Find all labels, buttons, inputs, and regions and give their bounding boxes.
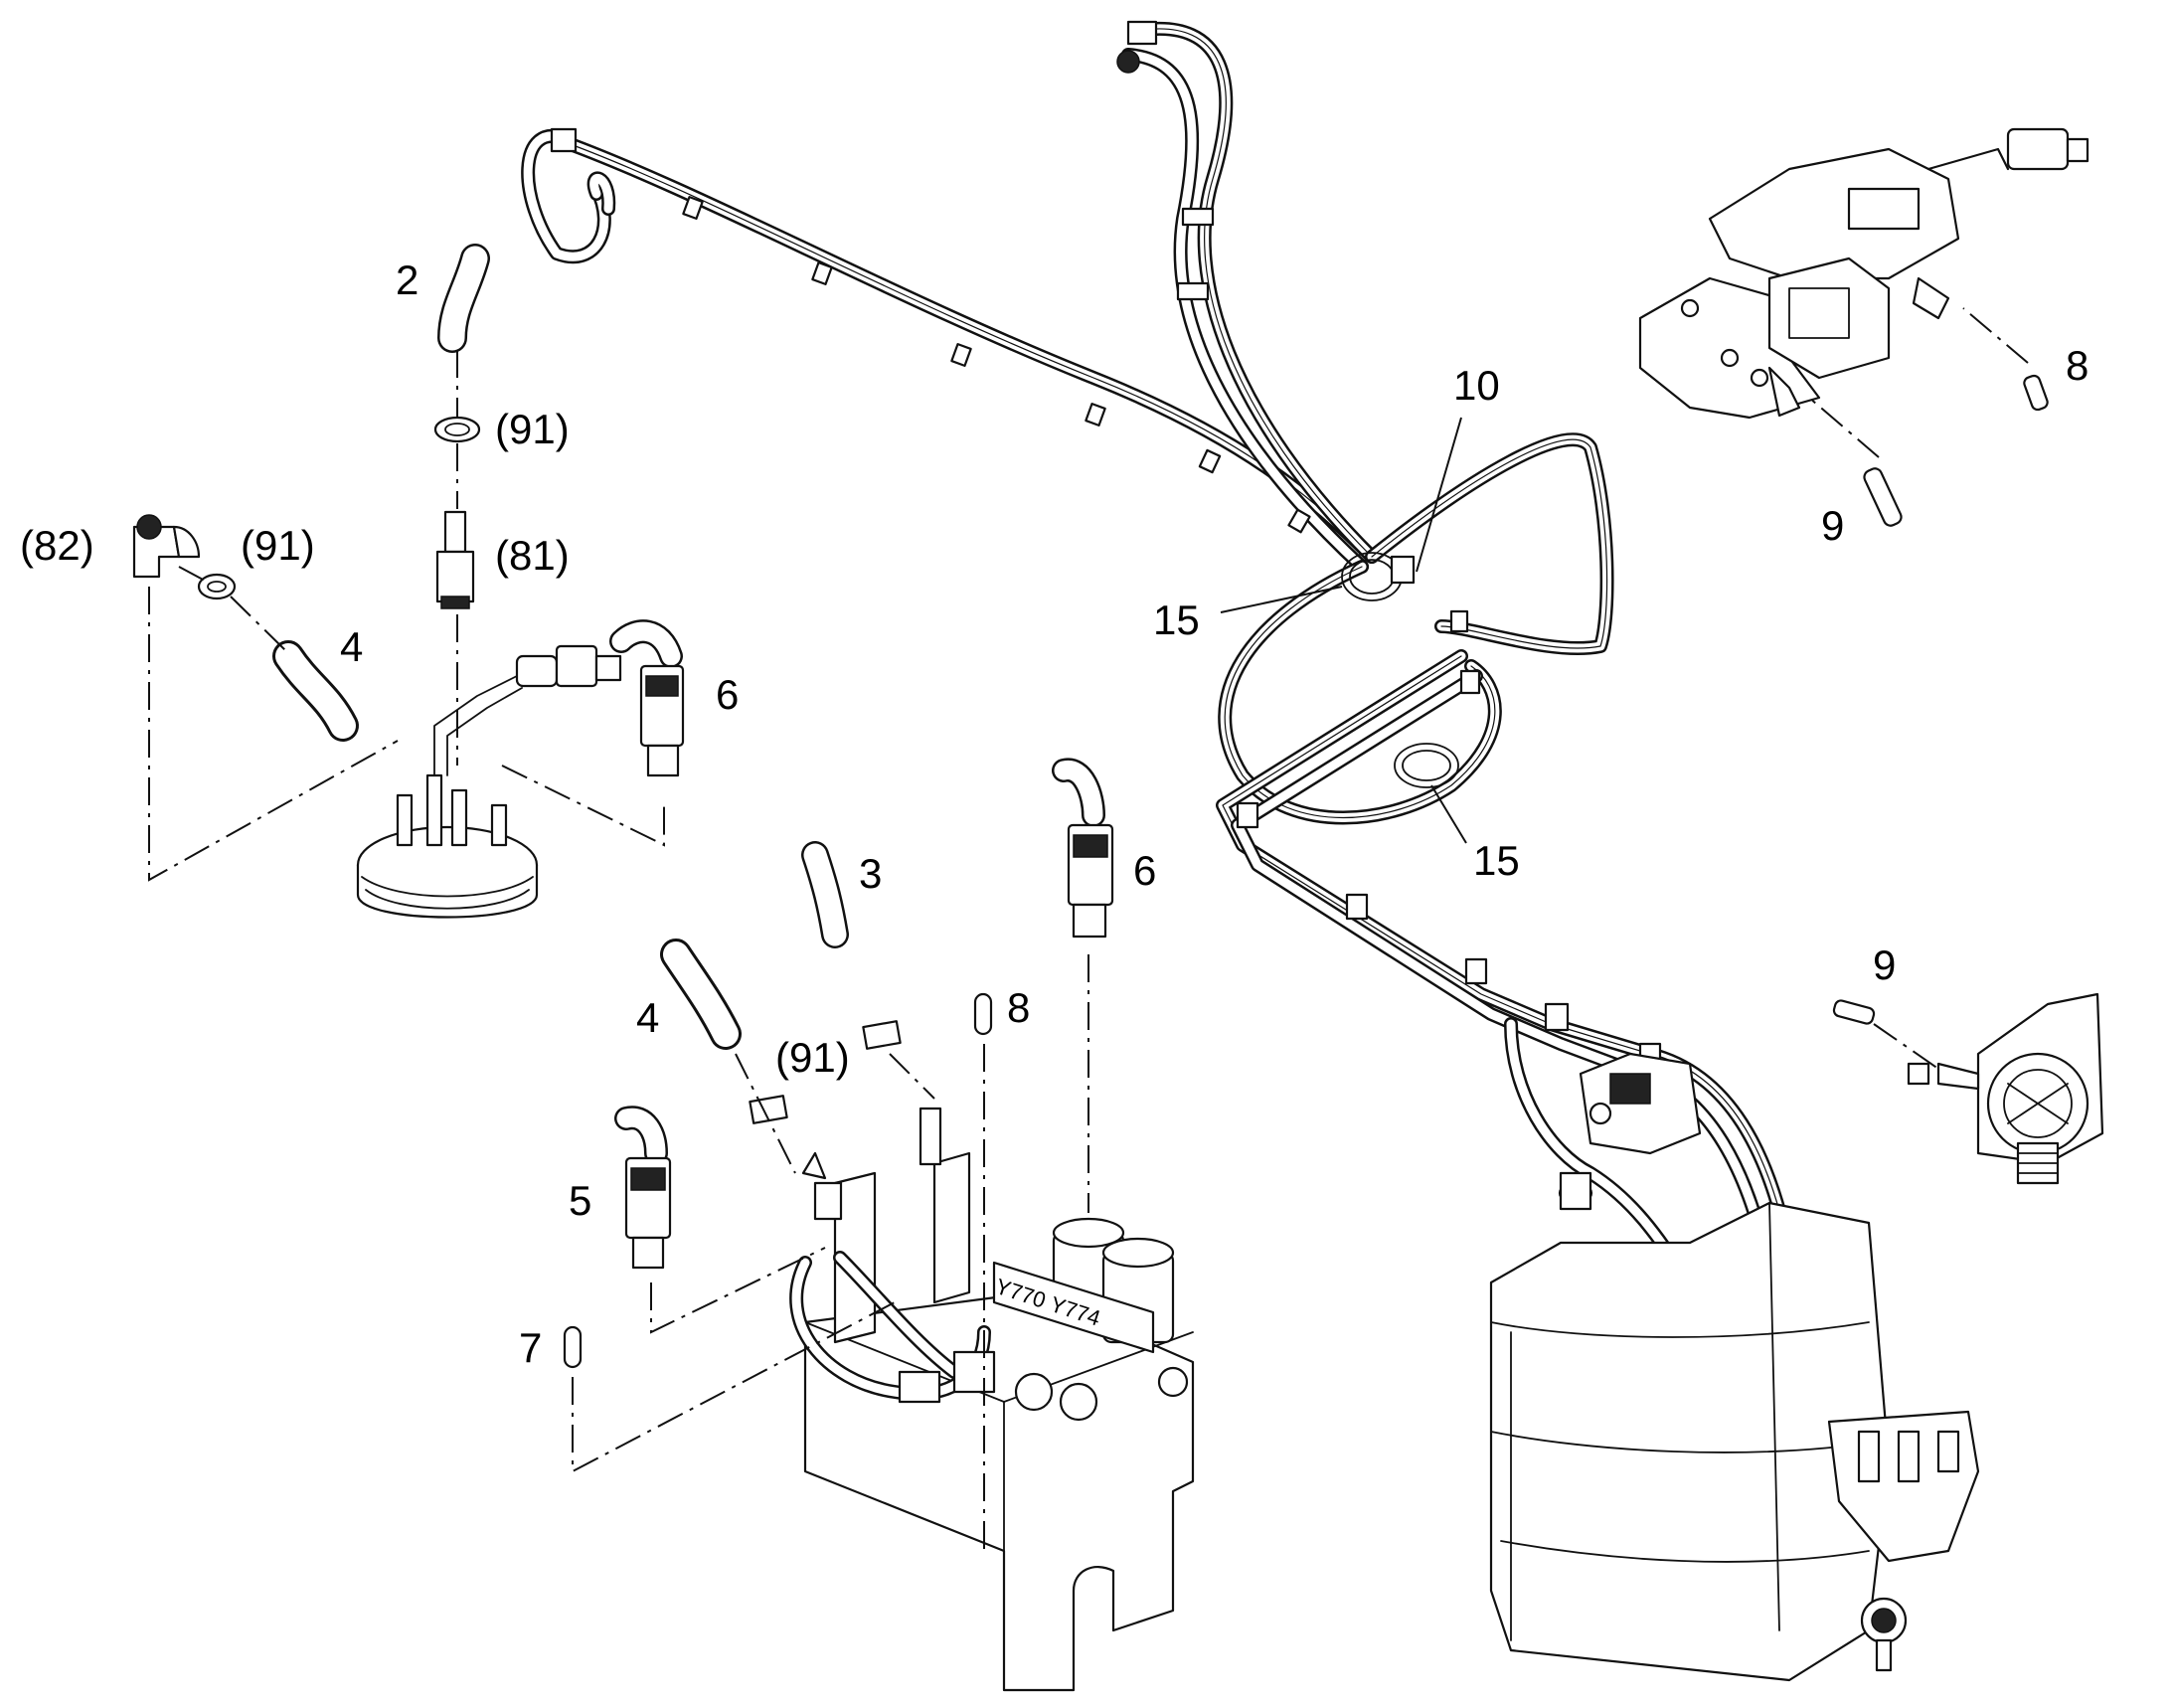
callout-4-lower: 4 <box>636 994 659 1041</box>
callout-15-lower: 15 <box>1473 837 1520 884</box>
callout-82: (82) <box>20 522 94 569</box>
callout-3: 3 <box>859 850 882 897</box>
callout-8-middle: 8 <box>1007 984 1030 1031</box>
callout-15-upper: 15 <box>1153 597 1200 643</box>
callout-8-right: 8 <box>2066 342 2089 389</box>
callout-9-upper: 9 <box>1821 502 1844 549</box>
sensor-housing <box>1907 992 2104 1185</box>
callouts: 2 (91) (81) (82) (91) 4 6 3 6 4 8 (91) 5… <box>20 256 2089 1371</box>
callout-91-left: (91) <box>241 522 315 569</box>
fluid-tank <box>1489 1052 1980 1682</box>
callout-6-middle: 6 <box>1133 847 1156 894</box>
callout-4-upper: 4 <box>340 623 363 670</box>
callout-10: 10 <box>1453 362 1500 409</box>
leader-lines <box>148 307 2029 1551</box>
callout-91-top: (91) <box>495 406 570 452</box>
exploded-parts <box>132 244 2049 1369</box>
callout-5: 5 <box>569 1177 591 1224</box>
dosing-module <box>356 644 622 919</box>
callout-6-left: 6 <box>716 671 739 718</box>
valve-block: Y770 Y774 <box>789 1107 1195 1692</box>
callout-9-lower: 9 <box>1873 941 1896 988</box>
callout-91-middle: (91) <box>775 1034 850 1081</box>
callout-pointers <box>1220 417 1467 844</box>
callout-7: 7 <box>519 1324 542 1371</box>
supply-pump <box>1638 127 2089 420</box>
callout-81: (81) <box>495 532 570 579</box>
callout-2: 2 <box>396 256 418 303</box>
